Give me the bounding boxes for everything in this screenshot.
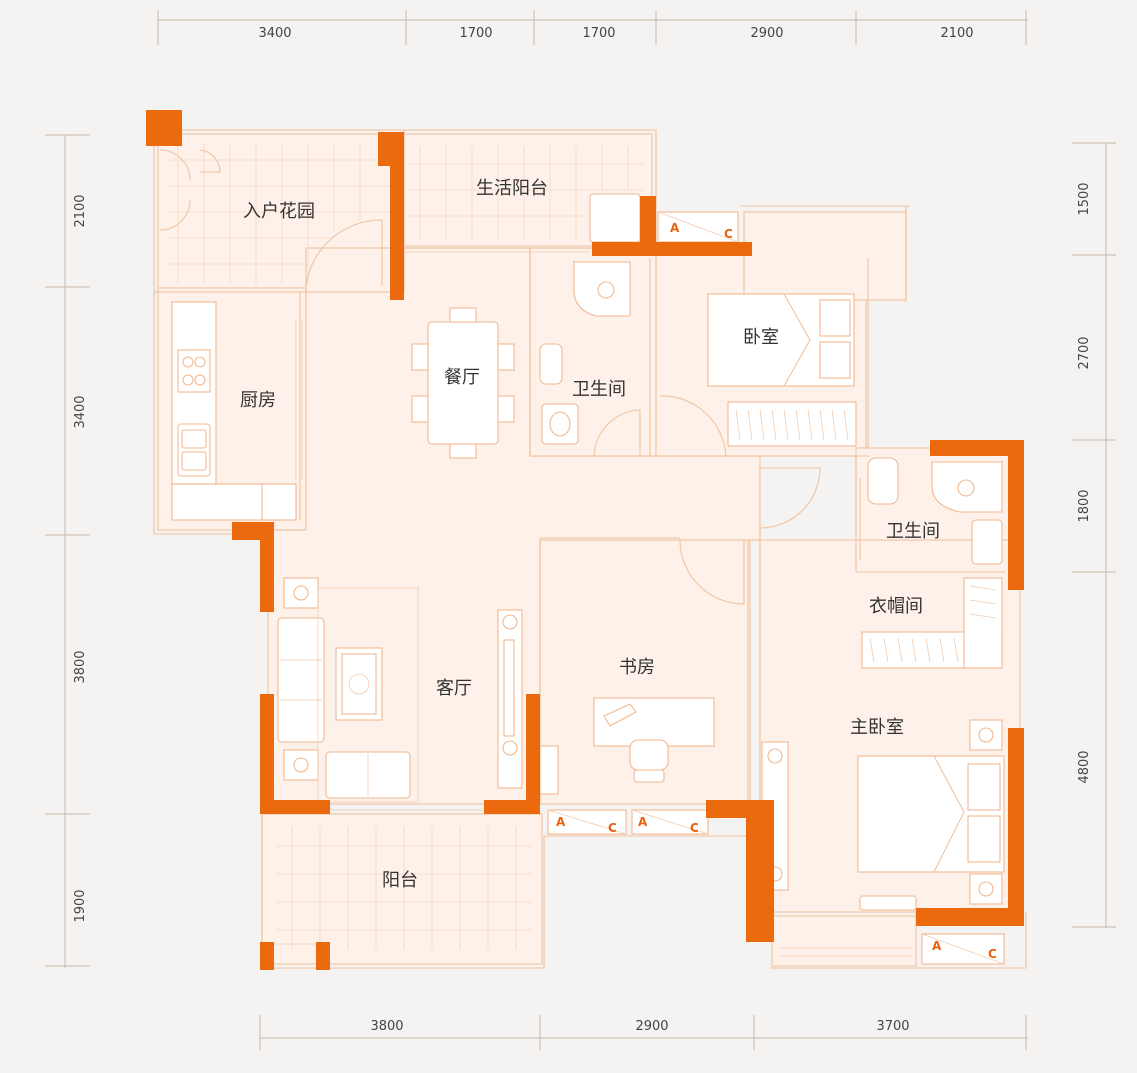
furniture: A C A C A C A C: [171, 193, 1005, 965]
dim-top-4: 2900: [750, 26, 783, 41]
study-desk: [539, 697, 715, 795]
label-dining: 餐厅: [444, 367, 480, 388]
dim-left-3: 3800: [73, 650, 88, 683]
room-labels: 入户花园 生活阳台 厨房 餐厅 卫生间 卧室 卫生间 衣帽间 客厅 书房 主卧室…: [240, 178, 940, 891]
ac-unit-a-4: A: [932, 939, 942, 953]
dim-right-4: 4800: [1077, 750, 1092, 783]
dining-table: [411, 307, 515, 459]
washing-machine: [589, 193, 641, 243]
label-bathroom-2: 卫生间: [886, 521, 940, 542]
label-kitchen: 厨房: [240, 390, 276, 411]
label-master-bedroom: 主卧室: [850, 717, 904, 738]
master-bed: [761, 719, 1005, 911]
ac-unit-c-4: C: [988, 947, 997, 961]
bedroom-balcony-area: [743, 211, 907, 301]
dimension-labels: 3400 1700 1700 2900 2100 3800 2900 3700 …: [73, 26, 1092, 1034]
label-service-balcony: 生活阳台: [476, 178, 548, 199]
living-sofa: [277, 577, 419, 803]
dim-right-2: 2700: [1077, 336, 1092, 369]
dim-bottom-1: 3800: [370, 1019, 403, 1034]
ac-units: A C A C A C A C: [547, 211, 1005, 965]
label-living-room: 客厅: [436, 678, 472, 699]
ac-unit-a-2: A: [556, 815, 566, 829]
tile-grids: [168, 144, 644, 950]
label-cloakroom: 衣帽间: [869, 596, 923, 617]
ac-unit-a-3: A: [638, 815, 648, 829]
label-study: 书房: [619, 657, 655, 678]
structural-walls: [146, 110, 1024, 970]
dim-bottom-3: 3700: [876, 1019, 909, 1034]
thin-walls: [153, 129, 1027, 969]
label-bedroom: 卧室: [743, 327, 779, 348]
label-entry-garden: 入户花园: [243, 201, 315, 222]
label-bathroom-1: 卫生间: [572, 379, 626, 400]
label-balcony: 阳台: [382, 870, 418, 891]
cloakroom-shelves: [861, 577, 1003, 669]
kitchen-counter: [171, 301, 297, 521]
ac-unit-c-2: C: [608, 821, 617, 835]
dim-top-5: 2100: [940, 26, 973, 41]
dim-left-4: 1900: [73, 889, 88, 922]
tv-cabinet: [497, 609, 523, 789]
master-bay-area: [771, 915, 917, 967]
dim-top-2: 1700: [459, 26, 492, 41]
ac-unit-a-1: A: [670, 221, 680, 235]
bathroom-1-fixtures: [539, 261, 631, 445]
dimension-lines: [45, 10, 1116, 1050]
ac-unit-c-1: C: [724, 227, 733, 241]
dim-left-1: 2100: [73, 194, 88, 227]
dim-right-1: 1500: [1077, 182, 1092, 215]
bathroom-2-fixtures: [867, 457, 1003, 565]
dim-right-3: 1800: [1077, 489, 1092, 522]
dim-bottom-2: 2900: [635, 1019, 668, 1034]
ac-unit-c-3: C: [690, 821, 699, 835]
dim-top-3: 1700: [582, 26, 615, 41]
dim-top-1: 3400: [258, 26, 291, 41]
dim-left-2: 3400: [73, 395, 88, 428]
bedroom-bed: [707, 293, 857, 447]
